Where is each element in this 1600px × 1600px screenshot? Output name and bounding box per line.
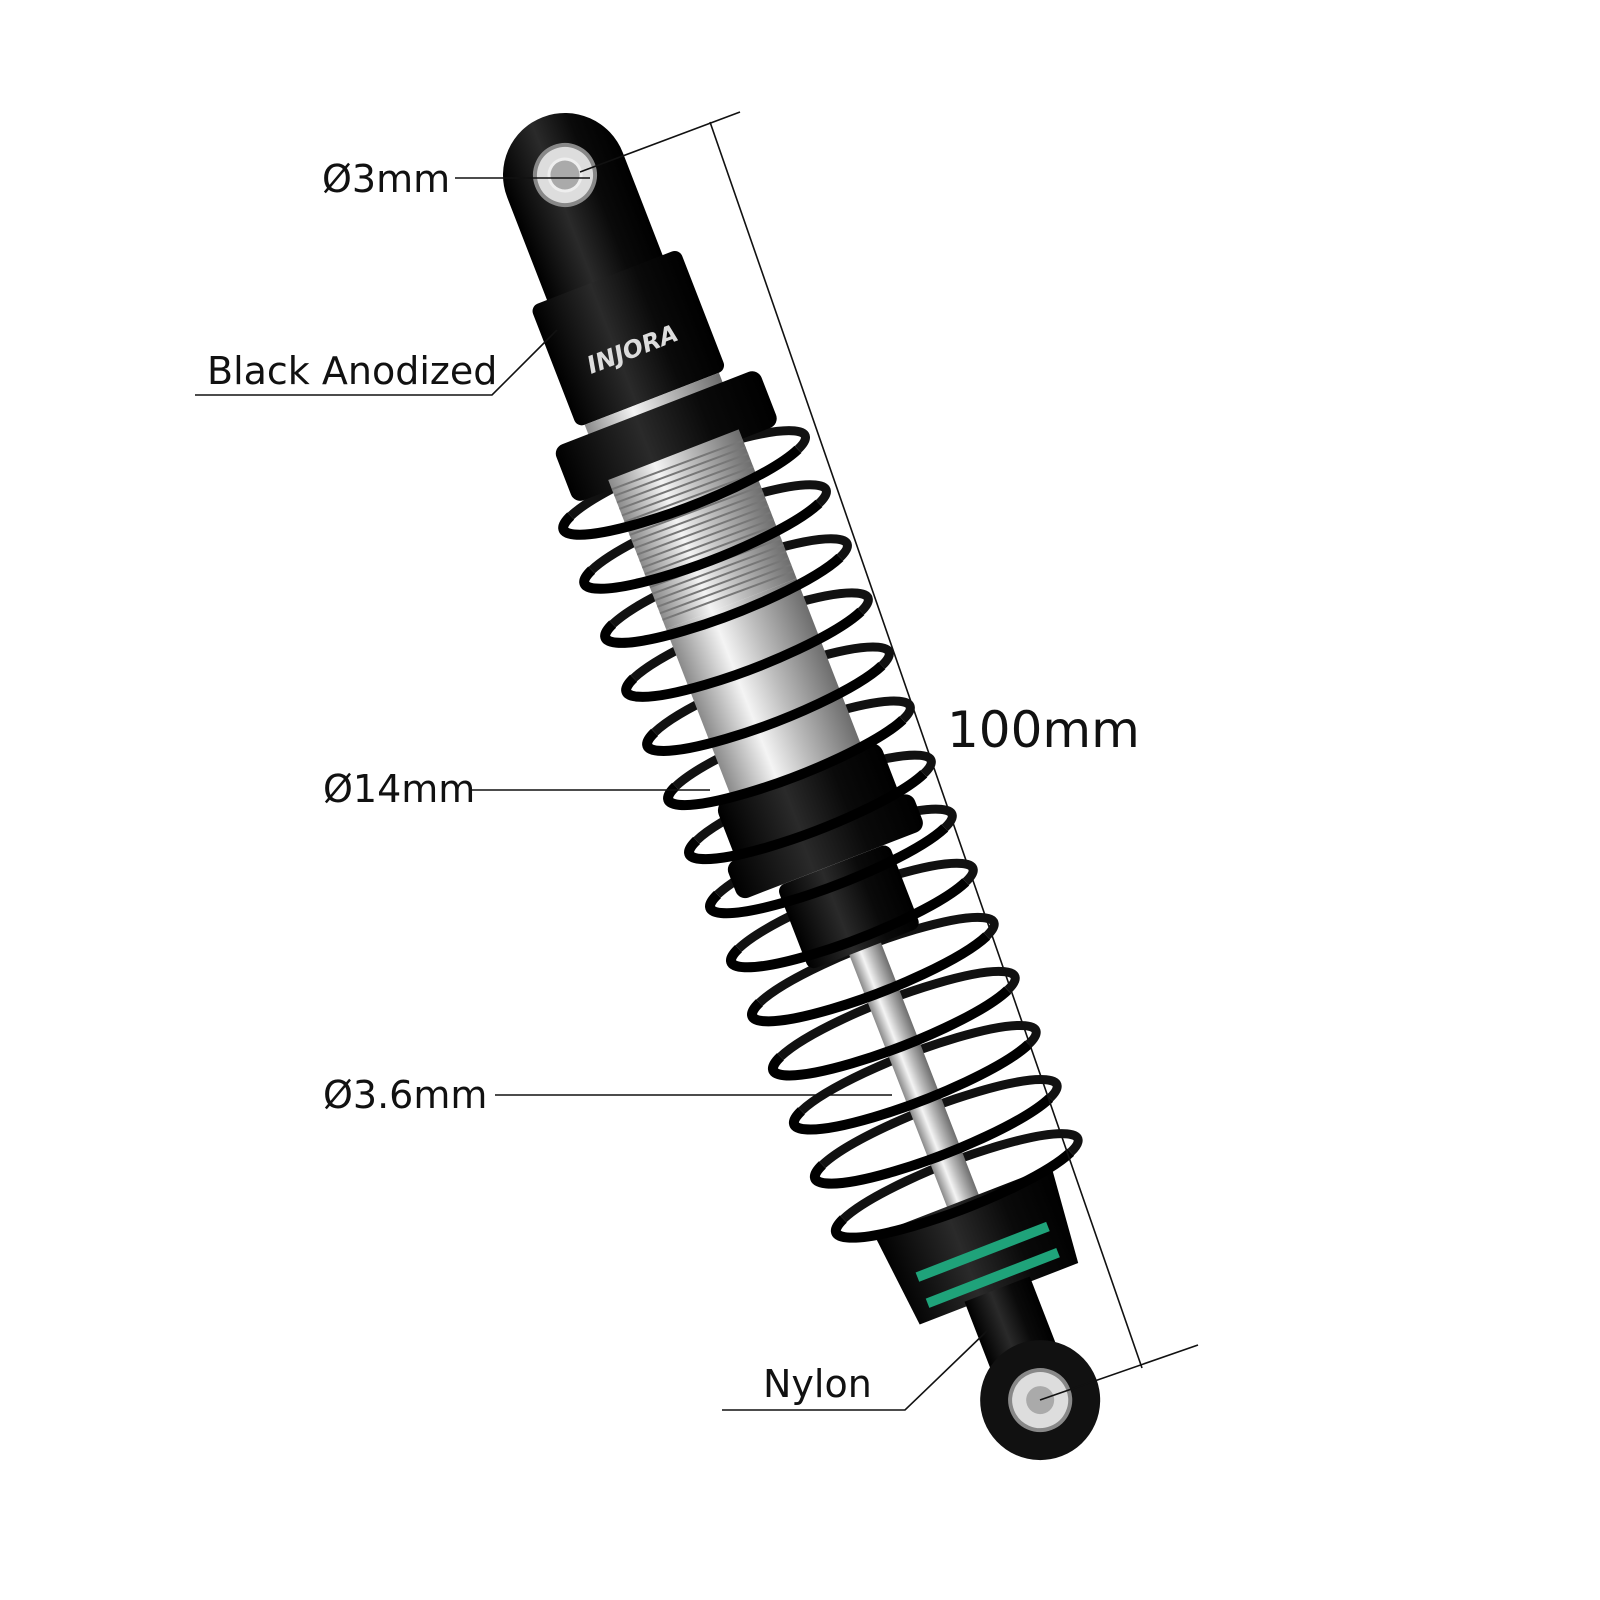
thread-line (641, 517, 774, 569)
spring-coil (642, 661, 886, 756)
spring-coil-back (798, 1020, 1041, 1115)
spring-coil (788, 1040, 1033, 1135)
thread-line (616, 452, 749, 504)
spring-coil (809, 1094, 1054, 1189)
thread-line (629, 485, 762, 536)
spring-coil-back (777, 966, 1020, 1061)
shock-absorber: INJORA (503, 113, 1101, 1461)
spring-coil-back (819, 1075, 1062, 1169)
label-shaft-diameter: Ø3.6mm (323, 1073, 488, 1117)
label-body-diameter: Ø14mm (323, 767, 476, 811)
spring-coil (600, 553, 844, 648)
spring (558, 445, 1075, 1243)
length-dimension-line (709, 121, 1143, 1369)
annotation-lines (195, 111, 1199, 1411)
thread-line (651, 544, 784, 595)
spring-coil (621, 607, 865, 702)
thread-line (654, 550, 787, 602)
lower-spring-cup (874, 1166, 1079, 1325)
label-eye-diameter: Ø3mm (322, 157, 451, 201)
spring-coil (746, 932, 991, 1027)
thread-line (614, 446, 746, 497)
label-length: 100mm (947, 701, 1140, 759)
thread-line (662, 570, 795, 621)
spring-retainer (727, 794, 923, 899)
thread-line (634, 498, 767, 550)
preload-collar (555, 371, 777, 501)
spring-coil-back (756, 912, 999, 1006)
spring-coil (726, 878, 970, 973)
label-rod-end-material: Nylon (763, 1362, 872, 1406)
label-finish: Black Anodized (207, 349, 498, 393)
spring-coil (579, 499, 823, 594)
thread-line (621, 465, 754, 517)
thread-line (631, 491, 764, 543)
spring-coil (767, 986, 1012, 1081)
spring-coil (558, 445, 802, 540)
thread-line (611, 439, 744, 491)
spring-coil (830, 1148, 1075, 1243)
thread-line (639, 511, 772, 563)
thread-line (659, 563, 792, 615)
spring-coil (663, 716, 907, 811)
spring-coil-back (840, 1129, 1083, 1223)
spring-coil (684, 770, 928, 865)
spring-coil (705, 824, 949, 919)
thread-line (657, 557, 790, 608)
thread-line (619, 459, 752, 510)
thread-line (644, 524, 777, 576)
thread-line (624, 472, 757, 523)
thread-line (636, 504, 769, 556)
top-cap (532, 250, 725, 426)
